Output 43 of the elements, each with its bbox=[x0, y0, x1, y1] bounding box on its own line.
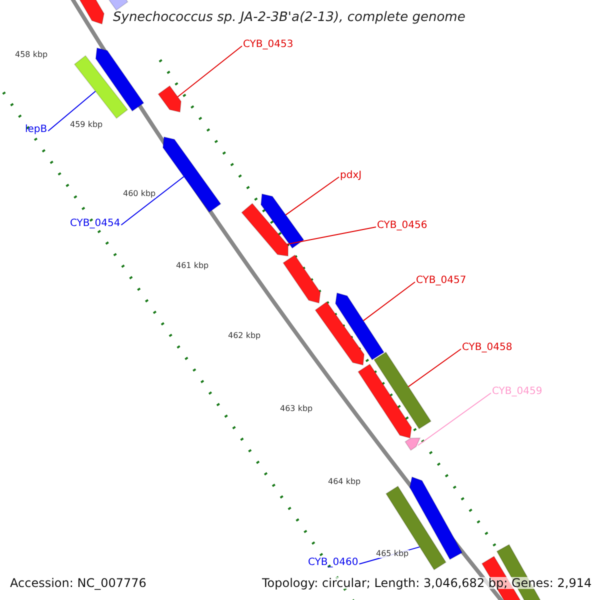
gene-label: CYB_0456 bbox=[377, 221, 428, 231]
gene-block bbox=[158, 85, 182, 113]
gene-label: lepB bbox=[25, 125, 48, 135]
gene-block bbox=[78, 0, 105, 25]
scale-label: 459 kbp bbox=[70, 121, 103, 129]
genome-summary: Topology: circular; Length: 3,046,682 bp; Genes: 2,914 bbox=[262, 577, 592, 589]
scale-label: 458 kbp bbox=[15, 51, 48, 59]
gene-label: CYB_0459 bbox=[492, 387, 542, 397]
gene-bar bbox=[74, 55, 128, 119]
accession-note: Accession: NC_007776 bbox=[10, 577, 146, 589]
leader-line bbox=[48, 90, 96, 132]
gene-block bbox=[314, 301, 365, 366]
gene-bar bbox=[106, 0, 128, 11]
leader-line bbox=[177, 46, 242, 98]
gene-label: pdxJ bbox=[340, 171, 362, 181]
map-title: Synechococcus sp. JA-2-3B'a(2-13), complete genome bbox=[113, 11, 466, 24]
gene-label: CYB_0458 bbox=[462, 343, 512, 353]
gene-block bbox=[282, 254, 321, 304]
leader-line bbox=[417, 392, 492, 446]
gene-block bbox=[260, 193, 304, 249]
scale-label: 460 kbp bbox=[123, 190, 156, 198]
gene-block bbox=[95, 47, 144, 112]
gene-label: CYB_0454 bbox=[70, 219, 120, 229]
scale-label: 461 kbp bbox=[176, 262, 209, 270]
gene-block bbox=[409, 476, 463, 560]
scale-label: 462 kbp bbox=[228, 332, 261, 340]
gene-block bbox=[162, 136, 222, 213]
gene-block bbox=[241, 202, 289, 257]
gene-label: CYB_0460 bbox=[308, 558, 358, 568]
leader-line bbox=[362, 282, 416, 322]
leader-line bbox=[285, 176, 340, 216]
leader-line bbox=[120, 176, 184, 226]
leader-line bbox=[286, 226, 376, 245]
gene-block bbox=[334, 292, 385, 360]
gene-bar bbox=[373, 352, 432, 430]
scale-label: 464 kbp bbox=[328, 478, 361, 486]
gene-label: CYB_0457 bbox=[416, 276, 466, 286]
gene-block bbox=[404, 437, 421, 451]
gene-label: CYB_0453 bbox=[243, 40, 294, 50]
gene-block bbox=[358, 364, 412, 439]
scale-label: 465 kbp bbox=[376, 550, 409, 558]
scale-label: 463 kbp bbox=[280, 405, 313, 413]
leader-line bbox=[408, 348, 462, 388]
